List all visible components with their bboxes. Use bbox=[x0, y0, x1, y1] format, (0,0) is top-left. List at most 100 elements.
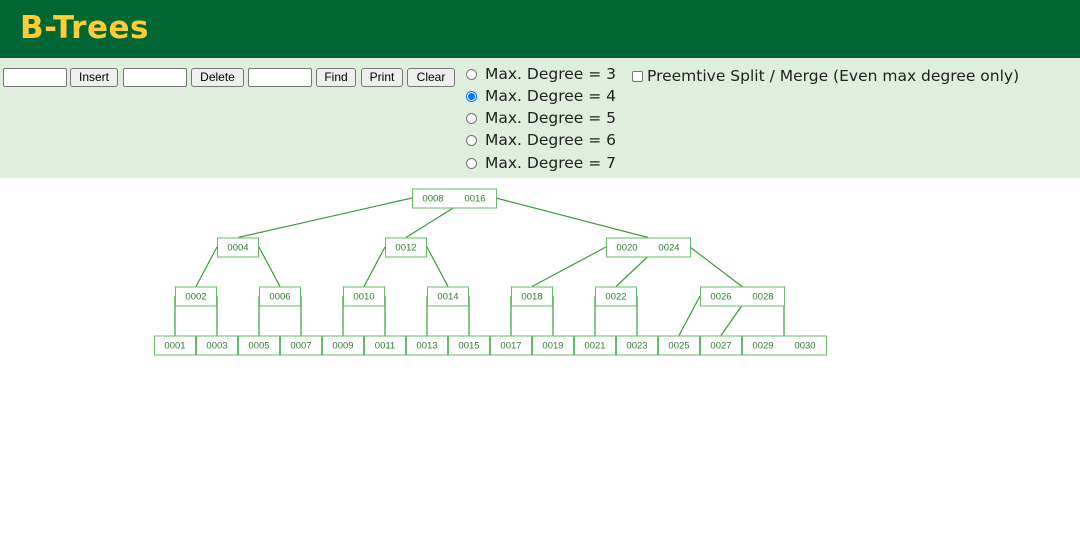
btree-node: 0004 bbox=[217, 237, 259, 258]
tree-edge bbox=[689, 246, 743, 287]
key-cell bbox=[616, 335, 658, 356]
key-label: 0010 bbox=[353, 292, 374, 303]
key-label: 0007 bbox=[290, 341, 311, 352]
key-label: 0022 bbox=[605, 292, 626, 303]
key-cell bbox=[648, 238, 691, 257]
tree-edge bbox=[531, 246, 607, 288]
btree-node: 0025 bbox=[658, 335, 700, 356]
key-label: 0013 bbox=[416, 341, 437, 352]
btree-node: 0014 bbox=[427, 286, 469, 307]
page-title: B-Trees bbox=[20, 10, 149, 46]
key-label: 0024 bbox=[658, 243, 679, 254]
degree-3-radio[interactable] bbox=[466, 68, 477, 80]
key-label: 0028 bbox=[752, 292, 773, 303]
btree-node: 0021 bbox=[574, 335, 616, 356]
btree-node: 0018 bbox=[511, 286, 553, 307]
tree-edge bbox=[615, 256, 649, 287]
tree-edge bbox=[363, 246, 386, 287]
degree-option-label: Max. Degree = 7 bbox=[485, 154, 617, 172]
degree-option-5[interactable]: Max. Degree = 5 bbox=[466, 107, 616, 129]
btree-node: 0023 bbox=[616, 335, 658, 356]
btree-node: 0019 bbox=[532, 335, 574, 356]
btree-node: 0012 bbox=[385, 237, 427, 258]
insert-input[interactable] bbox=[3, 68, 67, 87]
key-label: 0005 bbox=[248, 341, 269, 352]
preemptive-checkbox[interactable] bbox=[632, 70, 643, 82]
key-cell bbox=[454, 189, 497, 208]
delete-button[interactable]: Delete bbox=[191, 68, 244, 87]
key-label: 0026 bbox=[710, 292, 731, 303]
key-cell bbox=[742, 287, 785, 306]
key-cell bbox=[406, 335, 448, 356]
preemptive-option[interactable]: Preemtive Split / Merge (Even max degree… bbox=[632, 65, 1019, 87]
node-outline bbox=[412, 188, 497, 209]
btree-node: 0026 0028 bbox=[700, 286, 785, 307]
key-cell bbox=[196, 335, 238, 356]
key-cell bbox=[364, 335, 406, 356]
btree-node: 0005 bbox=[238, 335, 280, 356]
tree-edge bbox=[258, 246, 281, 287]
preemptive-label: Preemtive Split / Merge (Even max degree… bbox=[647, 67, 1020, 85]
btree-node: 0017 bbox=[490, 335, 532, 356]
delete-input[interactable] bbox=[123, 68, 187, 87]
degree-option-7[interactable]: Max. Degree = 7 bbox=[466, 152, 616, 174]
key-label: 0030 bbox=[794, 341, 815, 352]
key-label: 0018 bbox=[521, 292, 542, 303]
degree-option-6[interactable]: Max. Degree = 6 bbox=[466, 129, 616, 151]
key-cell bbox=[259, 286, 301, 307]
key-label: 0029 bbox=[752, 341, 773, 352]
key-cell bbox=[511, 286, 553, 307]
find-input[interactable] bbox=[248, 68, 312, 87]
key-cell bbox=[322, 335, 364, 356]
key-label: 0016 bbox=[464, 194, 485, 205]
btree-node: 0010 bbox=[343, 286, 385, 307]
header-bar: B-Trees bbox=[0, 0, 1080, 58]
degree-option-label: Max. Degree = 5 bbox=[485, 109, 617, 127]
key-cell bbox=[238, 335, 280, 356]
tree-edges bbox=[174, 197, 785, 336]
key-label: 0012 bbox=[395, 243, 416, 254]
insert-button[interactable]: Insert bbox=[70, 68, 118, 87]
key-label: 0009 bbox=[332, 341, 353, 352]
key-label: 0021 bbox=[584, 341, 605, 352]
tree-edge bbox=[237, 197, 413, 239]
key-label: 0014 bbox=[437, 292, 458, 303]
key-cell bbox=[427, 286, 469, 307]
key-cell bbox=[412, 189, 455, 208]
key-cell bbox=[448, 335, 490, 356]
print-button[interactable]: Print bbox=[361, 68, 403, 87]
degree-option-label: Max. Degree = 4 bbox=[485, 87, 617, 105]
tree-edge bbox=[720, 305, 743, 336]
node-outline bbox=[700, 286, 785, 307]
degree-7-radio[interactable] bbox=[466, 157, 477, 169]
key-cell bbox=[658, 335, 700, 356]
key-cell bbox=[595, 286, 637, 307]
degree-option-label: Max. Degree = 6 bbox=[485, 131, 617, 149]
tree-edge bbox=[495, 197, 649, 239]
key-label: 0023 bbox=[626, 341, 647, 352]
tree-edge bbox=[678, 295, 701, 336]
btree-node: 0022 bbox=[595, 286, 637, 307]
key-label: 0027 bbox=[710, 341, 731, 352]
key-label: 0004 bbox=[227, 243, 248, 254]
btree-node: 0009 bbox=[322, 335, 364, 356]
btree-node: 0013 bbox=[406, 335, 448, 356]
key-label: 0017 bbox=[500, 341, 521, 352]
key-cell bbox=[784, 336, 827, 355]
key-label: 0020 bbox=[616, 243, 637, 254]
degree-option-3[interactable]: Max. Degree = 3 bbox=[466, 63, 616, 85]
tree-edge bbox=[405, 206, 455, 239]
key-label: 0011 bbox=[375, 341, 395, 352]
key-cell bbox=[490, 335, 532, 356]
key-label: 0025 bbox=[668, 341, 689, 352]
clear-button[interactable]: Clear bbox=[407, 68, 455, 87]
degree-4-radio[interactable] bbox=[466, 90, 477, 102]
key-cell bbox=[280, 335, 322, 356]
btree-node: 0015 bbox=[448, 335, 490, 356]
degree-option-4[interactable]: Max. Degree = 4 bbox=[466, 85, 616, 107]
find-button[interactable]: Find bbox=[316, 68, 356, 87]
degree-5-radio[interactable] bbox=[466, 112, 477, 124]
degree-6-radio[interactable] bbox=[466, 134, 477, 146]
control-panel: Insert Delete Find Print Clear Max. Degr… bbox=[0, 58, 1080, 178]
